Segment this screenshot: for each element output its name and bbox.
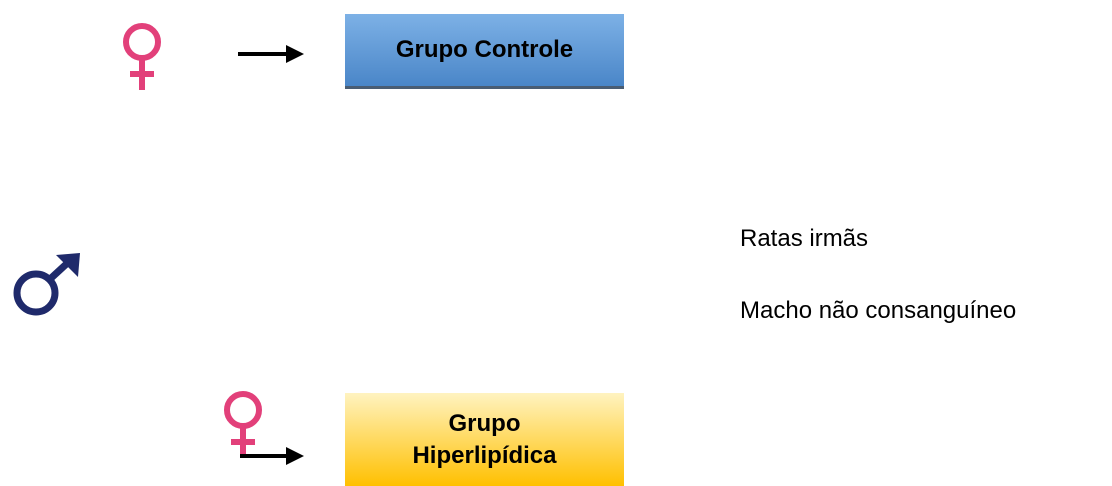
arrow-icon-bottom <box>240 445 306 467</box>
female-symbol-icon-bottom <box>218 390 268 462</box>
group-hyperlipidic-label-line2: Hiperlipídica <box>412 441 557 469</box>
group-control-box: Grupo Controle <box>345 14 624 89</box>
group-hyperlipidic-box: Grupo Hiperlipídica <box>345 393 624 486</box>
arrow-icon-top <box>238 43 306 65</box>
male-symbol-icon <box>10 253 86 319</box>
female-symbol-icon-top <box>117 22 167 94</box>
group-control-label: Grupo Controle <box>395 36 574 63</box>
legend-male-text: Macho não consanguíneo <box>740 297 1017 324</box>
legend-sisters-text: Ratas irmãs <box>740 225 869 252</box>
group-hyperlipidic-label-line1: Grupo <box>448 410 521 438</box>
